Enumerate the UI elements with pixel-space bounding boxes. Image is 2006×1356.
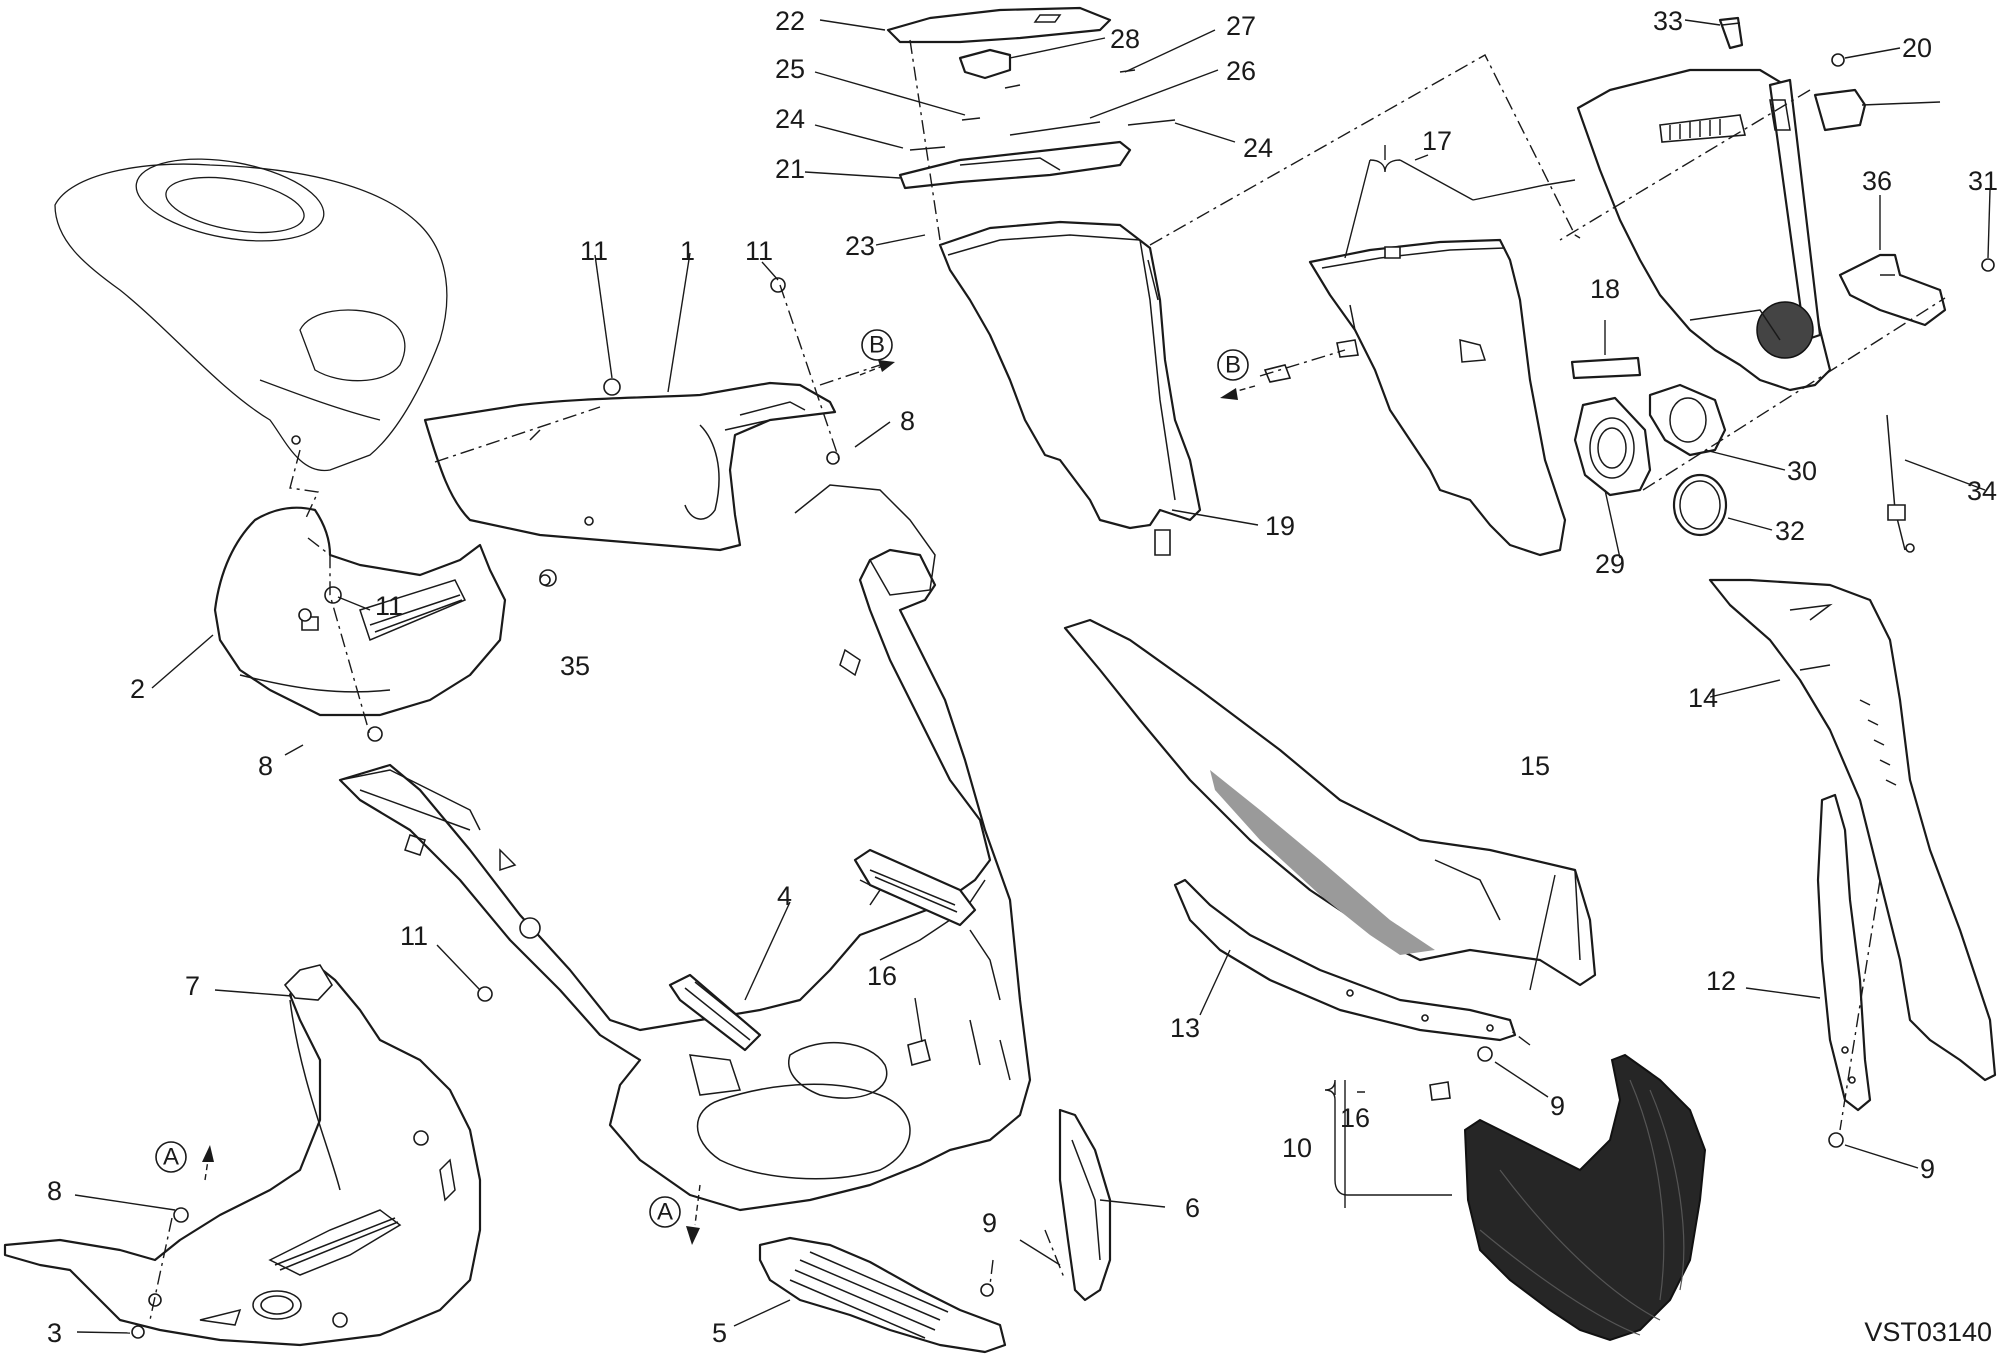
leader-lines (74, 19, 1991, 1334)
sensor-20 (1813, 53, 1941, 132)
callout-4: 4 (777, 881, 792, 911)
callout-9: 9 (982, 1208, 997, 1238)
inner-panel-left (1308, 238, 1567, 557)
speaker-housing (1573, 396, 1652, 497)
callout-9: 9 (1550, 1091, 1565, 1121)
side-plate (1058, 1108, 1112, 1302)
trim-strip-12 (1816, 793, 1872, 1112)
main-fairing (338, 484, 1032, 1212)
callout-33: 33 (1653, 6, 1683, 36)
callout-29: 29 (1595, 549, 1625, 579)
callout-31: 31 (1968, 166, 1998, 196)
reference-marker-a-left: A (155, 1141, 214, 1181)
trim-strip-13 (1173, 878, 1517, 1042)
callout-6: 6 (1185, 1193, 1200, 1223)
document-code: VST03140 (1864, 1317, 1992, 1347)
ref-letter-a: A (657, 1199, 673, 1226)
side-panel-upper (423, 381, 837, 552)
callout-17: 17 (1422, 126, 1452, 156)
base-21 (898, 140, 1132, 190)
ref-letter-b: B (1225, 352, 1241, 379)
screw-31 (1981, 258, 1995, 272)
fuel-tank-cover (54, 158, 448, 472)
callout-1: 1 (680, 236, 695, 266)
callout-8: 8 (900, 406, 915, 436)
speaker-flange (1648, 383, 1727, 457)
callout-30: 30 (1787, 456, 1817, 486)
ref-letter-b: B (869, 332, 885, 359)
reference-marker-a-center: A (649, 1184, 701, 1245)
callout-34: 34 (1967, 476, 1997, 506)
callout-9: 9 (1920, 1154, 1935, 1184)
callout-12: 12 (1706, 966, 1736, 996)
cable-tie (1886, 414, 1915, 553)
seal-ring (1672, 473, 1728, 537)
callout-18: 18 (1590, 274, 1620, 304)
callout-labels: 11 1 11 8 11 35 2 8 11 4 16 7 8 3 5 6 9 … (47, 6, 1998, 1348)
callout-14: 14 (1688, 683, 1718, 713)
ref-letter-a: A (163, 1144, 179, 1171)
side-panel-15 (1063, 618, 1597, 987)
callout-10: 10 (1282, 1133, 1312, 1163)
callout-11: 11 (580, 236, 608, 266)
belly-pan (3, 964, 482, 1347)
callout-32: 32 (1775, 516, 1805, 546)
callout-11: 11 (400, 921, 428, 951)
callout-25: 25 (775, 54, 805, 84)
callout-22: 22 (775, 6, 805, 36)
callout-23: 23 (845, 231, 875, 261)
callout-2: 2 (130, 674, 145, 704)
bracket-36 (1838, 253, 1947, 327)
callout-7: 7 (185, 971, 200, 1001)
callout-5: 5 (712, 1318, 727, 1348)
callout-35: 35 (560, 651, 590, 681)
callout-15: 15 (1520, 751, 1550, 781)
callout-16: 16 (867, 961, 897, 991)
fasteners (131, 277, 1844, 1339)
reference-marker-b-left: B (859, 329, 895, 376)
reference-marker-b-right: B (1217, 349, 1256, 400)
callout-3: 3 (47, 1318, 62, 1348)
callout-20: 20 (1902, 33, 1932, 63)
callout-26: 26 (1226, 56, 1256, 86)
callout-8: 8 (258, 751, 273, 781)
headlight-cover (1463, 1053, 1707, 1342)
instrument-frame (938, 220, 1202, 556)
callout-13: 13 (1170, 1013, 1200, 1043)
clip-33 (1718, 16, 1744, 50)
callout-21: 21 (775, 154, 805, 184)
callout-27: 27 (1226, 11, 1256, 41)
callout-36: 36 (1862, 166, 1892, 196)
front-cowl-left (213, 506, 507, 717)
callout-16: 16 (1340, 1103, 1370, 1133)
foam-strip (1570, 356, 1642, 380)
callout-24: 24 (1243, 133, 1273, 163)
cover-22 (886, 6, 1112, 44)
button-28 (958, 48, 1012, 80)
callout-11: 11 (375, 591, 403, 621)
side-fairing-14 (1708, 578, 1997, 1082)
inner-panel-right (1576, 68, 1832, 392)
grille (758, 1236, 1007, 1354)
callout-8: 8 (47, 1176, 62, 1206)
callout-28: 28 (1110, 24, 1140, 54)
callout-24: 24 (775, 104, 805, 134)
assembly-lines (149, 39, 1946, 1321)
callout-19: 19 (1265, 511, 1295, 541)
callout-11: 11 (745, 236, 773, 266)
